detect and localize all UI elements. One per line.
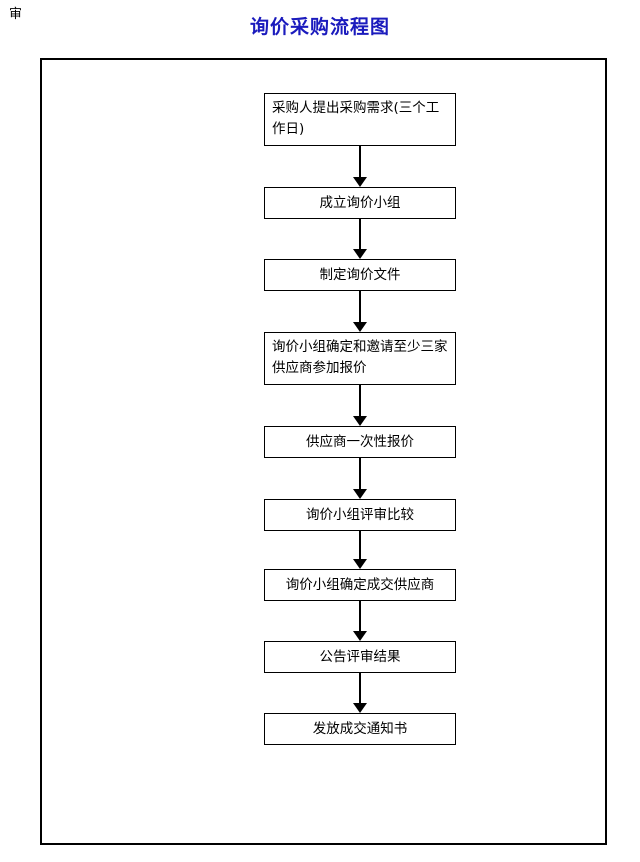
flow-node-n3[interactable]: 制定询价文件 bbox=[264, 259, 456, 291]
connector-n7-n8 bbox=[359, 601, 361, 632]
arrow-head-n6-n7 bbox=[353, 559, 367, 569]
corner-mark-character: 审 bbox=[9, 7, 23, 22]
flow-node-n5[interactable]: 供应商一次性报价 bbox=[264, 426, 456, 458]
arrow-head-n5-n6 bbox=[353, 489, 367, 499]
flow-node-n8[interactable]: 公告评审结果 bbox=[264, 641, 456, 673]
connector-n1-n2 bbox=[359, 146, 361, 178]
connector-n8-n9 bbox=[359, 673, 361, 704]
arrow-head-n3-n4 bbox=[353, 322, 367, 332]
connector-n4-n5 bbox=[359, 385, 361, 417]
connector-n3-n4 bbox=[359, 291, 361, 323]
flow-node-n7[interactable]: 询价小组确定成交供应商 bbox=[264, 569, 456, 601]
flow-node-n6[interactable]: 询价小组评审比较 bbox=[264, 499, 456, 531]
page-title: 询价采购流程图 bbox=[249, 16, 390, 38]
connector-n6-n7 bbox=[359, 531, 361, 560]
connector-n2-n3 bbox=[359, 219, 361, 250]
arrow-head-n1-n2 bbox=[353, 177, 367, 187]
arrow-head-n4-n5 bbox=[353, 416, 367, 426]
flow-node-n2[interactable]: 成立询价小组 bbox=[264, 187, 456, 219]
flow-node-n1[interactable]: 采购人提出采购需求(三个工作日) bbox=[264, 93, 456, 146]
flow-node-n9[interactable]: 发放成交通知书 bbox=[264, 713, 456, 745]
connector-n5-n6 bbox=[359, 458, 361, 490]
flow-node-n4[interactable]: 询价小组确定和邀请至少三家供应商参加报价 bbox=[264, 332, 456, 385]
arrow-head-n2-n3 bbox=[353, 249, 367, 259]
arrow-head-n7-n8 bbox=[353, 631, 367, 641]
arrow-head-n8-n9 bbox=[353, 703, 367, 713]
flowchart-frame: 采购人提出采购需求(三个工作日) 成立询价小组 制定询价文件 询价小组确定和邀请… bbox=[40, 58, 607, 845]
